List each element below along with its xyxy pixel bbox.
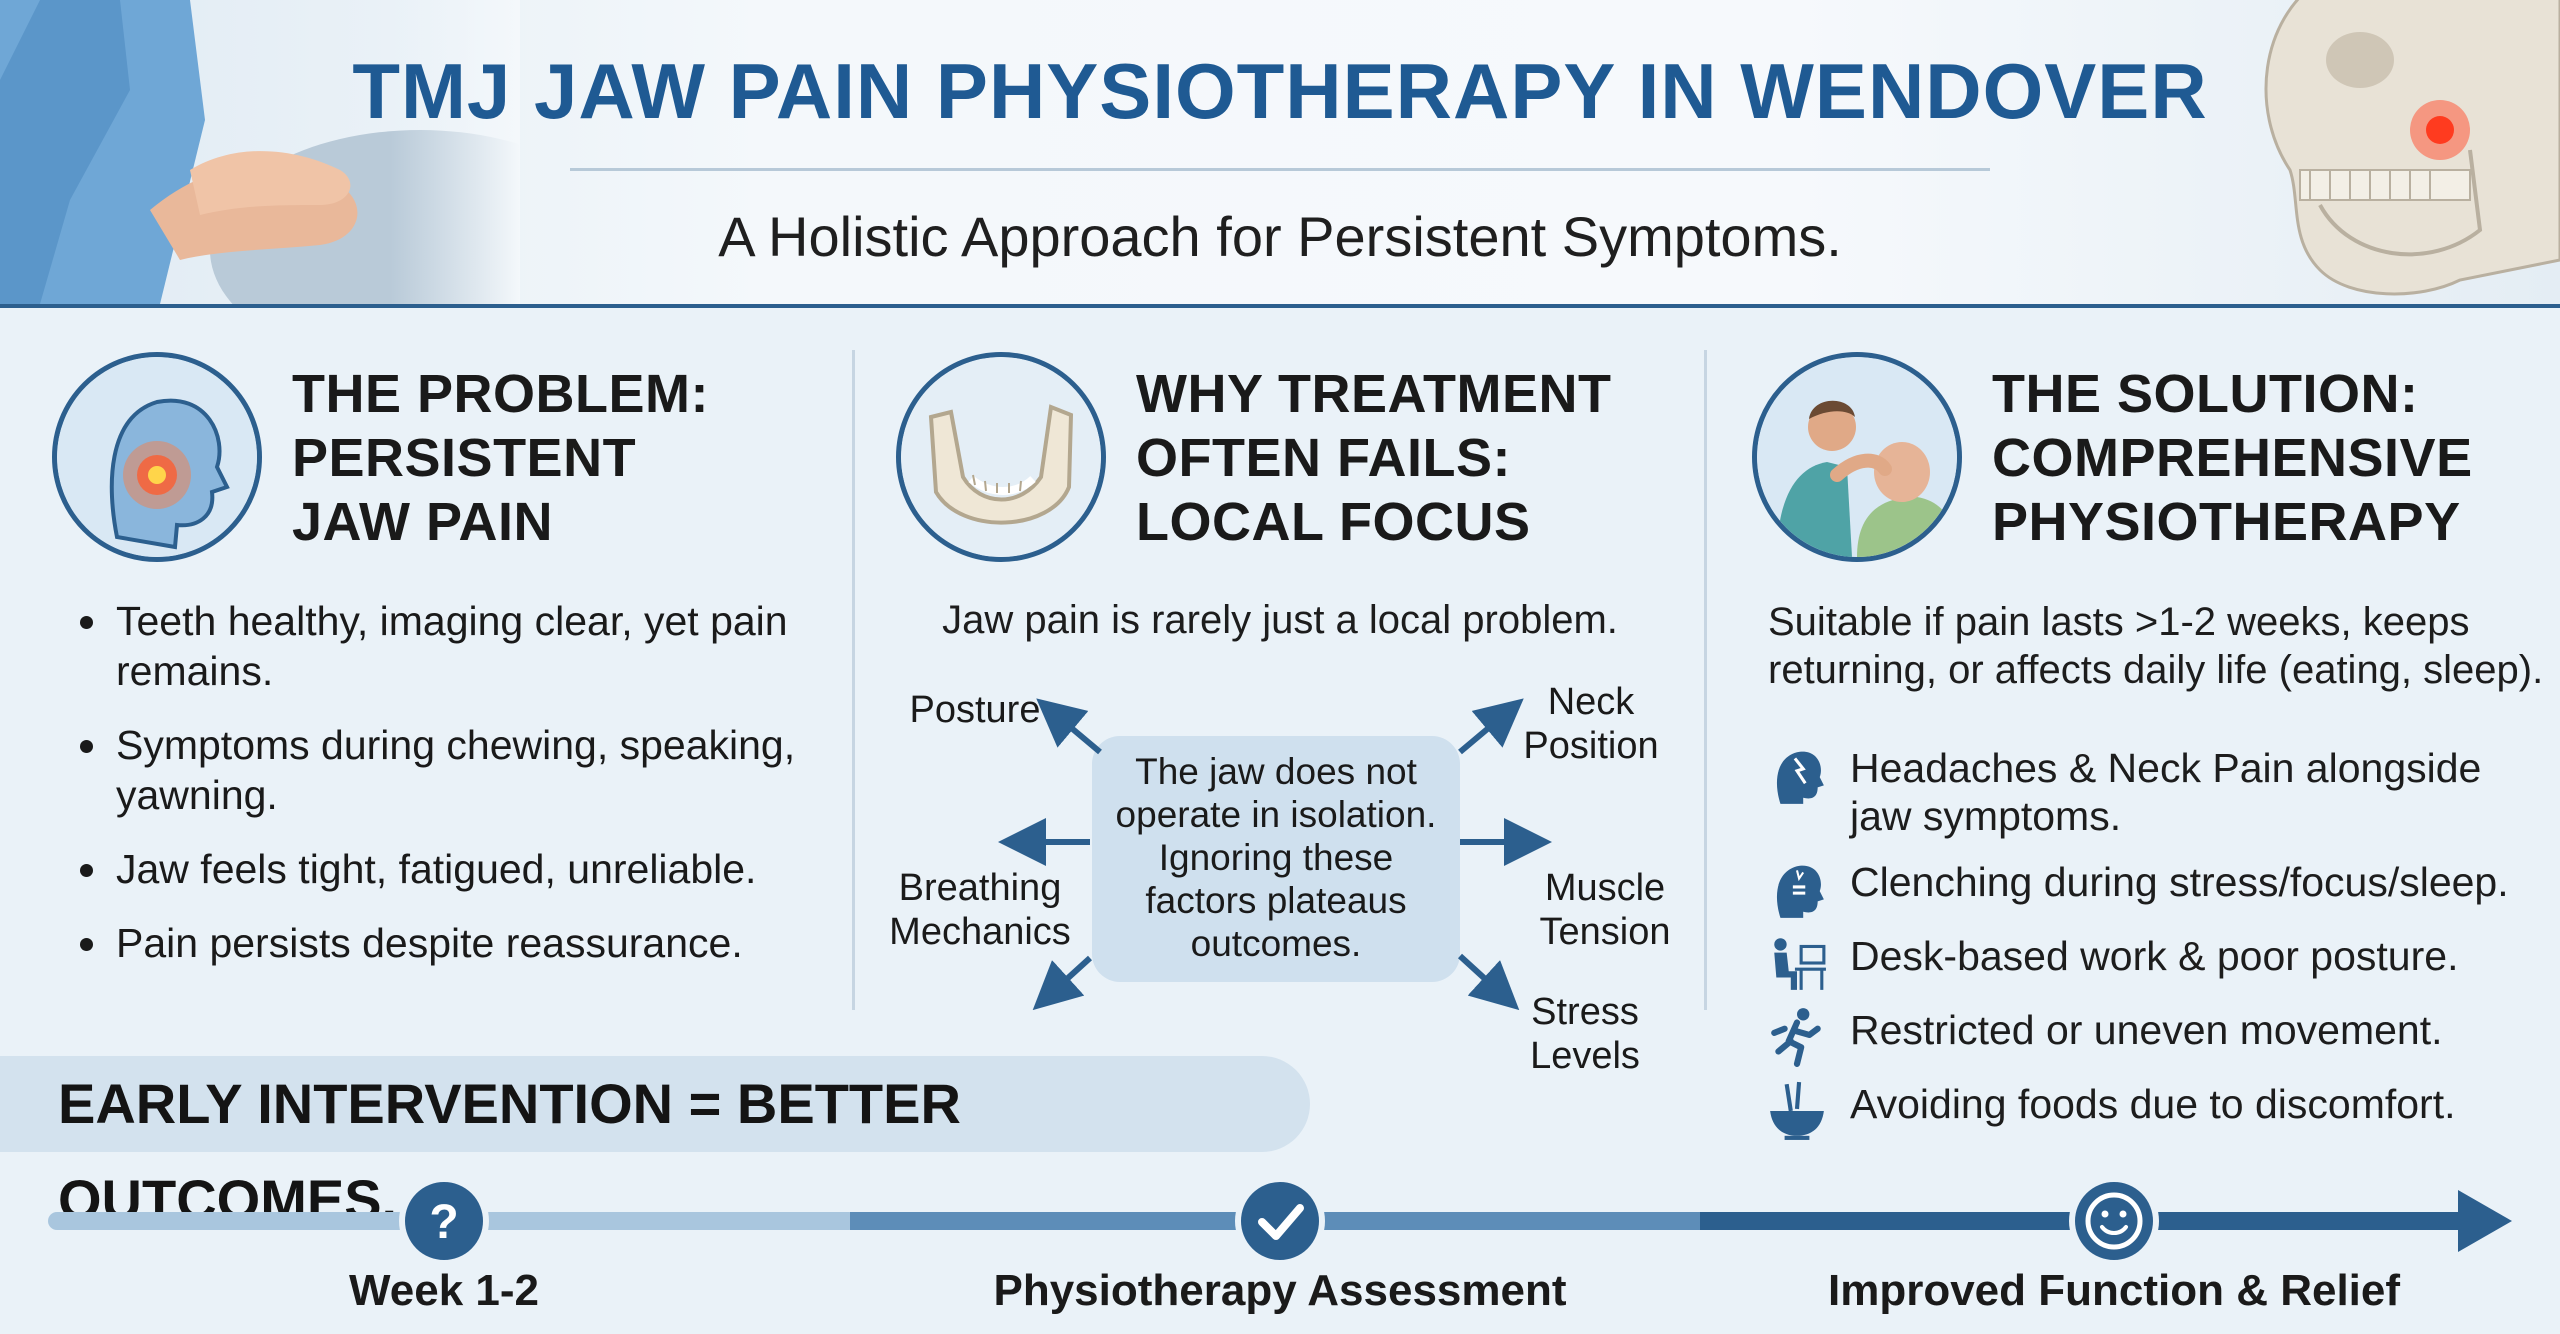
- solution-heading-line: COMPREHENSIVE: [1992, 428, 2473, 488]
- factor-stress-levels: Stress Levels: [1530, 991, 1640, 1077]
- list-item: Jaw feels tight, fatigued, unreliable.: [70, 844, 830, 894]
- timeline-step-label: Improved Function & Relief: [1827, 1266, 2401, 1315]
- factor-arrows: [998, 698, 1552, 1011]
- page-title: TMJ JAW PAIN PHYSIOTHERAPY IN WENDOVER: [352, 47, 2208, 135]
- arrow-stress: [1457, 953, 1520, 1011]
- solution-heading-line: THE SOLUTION:: [1992, 364, 2419, 424]
- page-subtitle: A Holistic Approach for Persistent Sympt…: [718, 205, 1842, 268]
- running-figure-icon: [1771, 1008, 1821, 1067]
- skull-tmj-illustration: [2264, 0, 2560, 296]
- factor-posture: Posture: [909, 689, 1041, 731]
- header: TMJ JAW PAIN PHYSIOTHERAPY IN WENDOVER A…: [0, 0, 2560, 308]
- why-heading-line: WHY TREATMENT: [1136, 364, 1612, 424]
- arrow-neck: [1458, 698, 1524, 755]
- arrow-lower-left: [1032, 955, 1093, 1011]
- column-divider: [852, 350, 855, 1010]
- early-intervention-banner: EARLY INTERVENTION = BETTER OUTCOMES.: [0, 1056, 1310, 1231]
- list-item: Symptoms during chewing, speaking, yawni…: [70, 720, 830, 820]
- factor-neck-position: Neck Position: [1523, 681, 1659, 767]
- svg-text:?: ?: [429, 1196, 458, 1249]
- solution-heading-line: PHYSIOTHERAPY: [1992, 492, 2461, 552]
- timeline-step-label: Week 1-2: [349, 1266, 539, 1315]
- why-heading-line: LOCAL FOCUS: [1136, 492, 1531, 552]
- timeline: ? Week 1-2 Physiotherapy Assessment Impr…: [0, 1170, 2560, 1334]
- jawbone-icon: [896, 352, 1106, 562]
- why-intro: Jaw pain is rarely just a local problem.: [942, 598, 1618, 642]
- why-heading: WHY TREATMENT OFTEN FAILS: LOCAL FOCUS: [1136, 362, 1611, 554]
- smiley-icon: [2069, 1176, 2159, 1266]
- why-heading-line: OFTEN FAILS:: [1136, 428, 1511, 488]
- solution-item-text: Clenching during stress/focus/sleep.: [1850, 859, 2509, 905]
- headache-icon: [1776, 751, 1824, 804]
- solution-item-text: Avoiding foods due to discomfort.: [1850, 1081, 2456, 1127]
- title-divider: [570, 168, 1990, 171]
- problem-heading-line: JAW PAIN: [292, 492, 554, 552]
- factor-breathing-mechanics: Breathing Mechanics: [889, 867, 1071, 953]
- problem-heading-line: THE PROBLEM:: [292, 364, 709, 424]
- list-item: Pain persists despite reassurance.: [70, 918, 830, 968]
- solution-intro: Suitable if pain lasts >1-2 weeks, keeps…: [1768, 600, 2544, 692]
- timeline-track: ?: [48, 1176, 2512, 1266]
- problem-bullet-list: Teeth healthy, imaging clear, yet pain r…: [70, 596, 830, 992]
- clenching-icon: [1776, 865, 1824, 918]
- problem-heading-line: PERSISTENT: [292, 428, 637, 488]
- food-bowl-icon: [1770, 1081, 1824, 1140]
- question-icon: ?: [399, 1176, 489, 1266]
- desk-work-icon: [1774, 938, 1826, 990]
- timeline-step-label: Physiotherapy Assessment: [993, 1266, 1567, 1315]
- arrow-posture: [1036, 698, 1102, 755]
- centre-callout: The jaw does not operate in isolation. I…: [1092, 736, 1460, 982]
- check-icon: [1235, 1176, 1325, 1266]
- solution-item-text: Restricted or uneven movement.: [1850, 1007, 2443, 1053]
- solution-heading: THE SOLUTION: COMPREHENSIVE PHYSIOTHERAP…: [1992, 362, 2473, 554]
- column-divider: [1704, 350, 1707, 1010]
- list-item: Teeth healthy, imaging clear, yet pain r…: [70, 596, 830, 696]
- factor-muscle-tension: Muscle Tension: [1539, 867, 1671, 953]
- head-pain-icon: [52, 352, 262, 562]
- solution-item-text: Headaches & Neck Pain alongside jaw symp…: [1850, 745, 2482, 839]
- problem-heading: THE PROBLEM: PERSISTENT JAW PAIN: [292, 362, 709, 554]
- physio-treatment-icon: [1752, 352, 1962, 562]
- therapist-hands-photo: [0, 0, 520, 304]
- solution-item-text: Desk-based work & poor posture.: [1850, 933, 2459, 979]
